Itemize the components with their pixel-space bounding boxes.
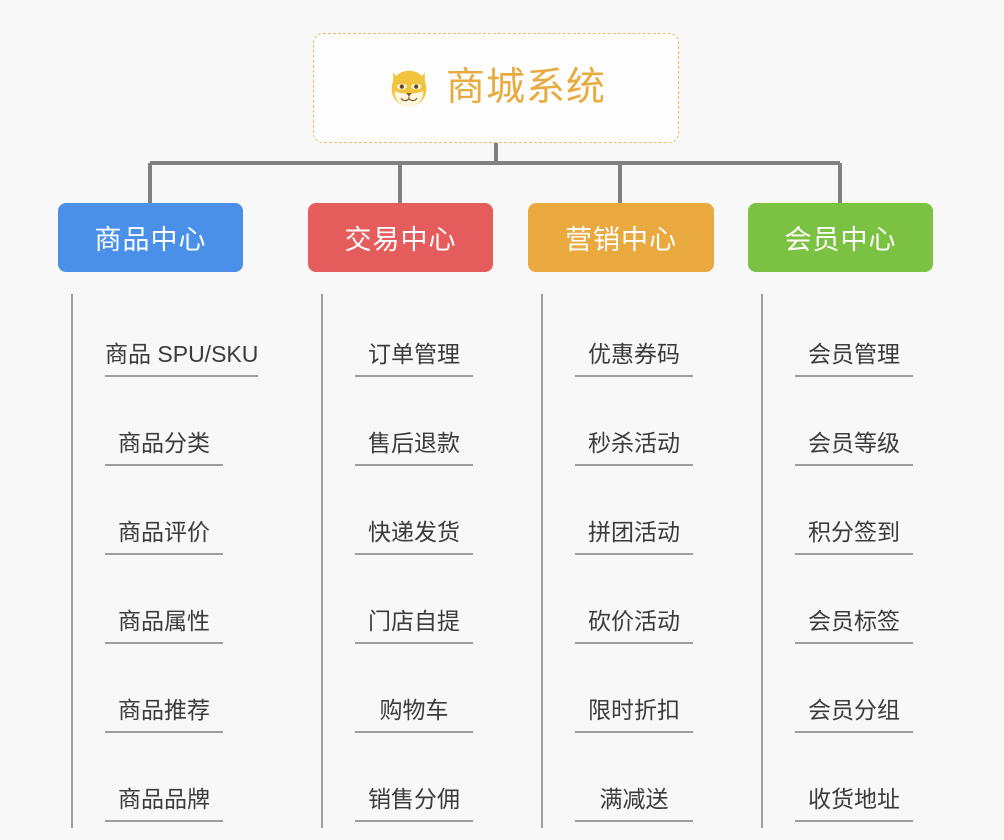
leaf-label: 拼团活动	[575, 519, 693, 555]
shiba-dog-face-icon	[386, 65, 432, 111]
leaf-label: 优惠券码	[575, 341, 693, 377]
list-item[interactable]: 收货地址	[763, 739, 968, 828]
list-item[interactable]: 售后退款	[323, 383, 528, 472]
leaf-list-trade: 订单管理 售后退款 快递发货 门店自提 购物车 销售分佣	[321, 294, 528, 828]
list-item[interactable]: 会员标签	[763, 561, 968, 650]
list-item[interactable]: 订单管理	[323, 294, 528, 383]
list-item[interactable]: 快递发货	[323, 472, 528, 561]
leaf-label: 商品 SPU/SKU	[105, 341, 259, 377]
leaf-label: 限时折扣	[575, 697, 693, 733]
list-item[interactable]: 会员等级	[763, 383, 968, 472]
category-header-label: 交易中心	[344, 225, 457, 255]
category-column-product: 商品中心 商品 SPU/SKU 商品分类 商品评价 商品属性 商品推荐	[58, 203, 278, 828]
leaf-label: 收货地址	[795, 786, 913, 822]
leaf-label: 商品评价	[105, 519, 223, 555]
list-item[interactable]: 商品品牌	[73, 739, 278, 828]
list-item[interactable]: 秒杀活动	[543, 383, 748, 472]
list-item[interactable]: 限时折扣	[543, 650, 748, 739]
category-column-trade: 交易中心 订单管理 售后退款 快递发货 门店自提 购物车	[308, 203, 528, 828]
category-header-label: 商品中心	[94, 225, 207, 255]
leaf-label: 门店自提	[355, 608, 473, 644]
leaf-label: 快递发货	[355, 519, 473, 555]
list-item[interactable]: 销售分佣	[323, 739, 528, 828]
list-item[interactable]: 优惠券码	[543, 294, 748, 383]
leaf-label: 会员分组	[795, 697, 913, 733]
leaf-label: 售后退款	[355, 430, 473, 466]
category-header-marketing[interactable]: 营销中心	[528, 203, 714, 272]
leaf-list-marketing: 优惠券码 秒杀活动 拼团活动 砍价活动 限时折扣 满减送	[541, 294, 748, 828]
leaf-label: 砍价活动	[575, 608, 693, 644]
leaf-list-member: 会员管理 会员等级 积分签到 会员标签 会员分组 收货地址	[761, 294, 968, 828]
leaf-label: 会员等级	[795, 430, 913, 466]
leaf-label: 会员管理	[795, 341, 913, 377]
list-item[interactable]: 商品 SPU/SKU	[73, 294, 278, 383]
list-item[interactable]: 商品分类	[73, 383, 278, 472]
category-column-member: 会员中心 会员管理 会员等级 积分签到 会员标签 会员分组	[748, 203, 968, 828]
list-item[interactable]: 满减送	[543, 739, 748, 828]
leaf-label: 商品分类	[105, 430, 223, 466]
list-item[interactable]: 商品评价	[73, 472, 278, 561]
category-column-marketing: 营销中心 优惠券码 秒杀活动 拼团活动 砍价活动 限时折扣	[528, 203, 748, 828]
leaf-label: 积分签到	[795, 519, 913, 555]
leaf-label: 订单管理	[355, 341, 473, 377]
category-header-label: 营销中心	[565, 225, 677, 255]
category-header-product[interactable]: 商品中心	[58, 203, 243, 272]
list-item[interactable]: 会员分组	[763, 650, 968, 739]
category-header-label: 会员中心	[784, 225, 897, 255]
list-item[interactable]: 砍价活动	[543, 561, 748, 650]
leaf-label: 购物车	[355, 697, 473, 733]
leaf-label: 商品品牌	[105, 786, 223, 822]
leaf-label: 销售分佣	[355, 786, 473, 822]
leaf-label: 满减送	[575, 786, 693, 822]
list-item[interactable]: 拼团活动	[543, 472, 748, 561]
list-item[interactable]: 商品推荐	[73, 650, 278, 739]
list-item[interactable]: 会员管理	[763, 294, 968, 383]
list-item[interactable]: 商品属性	[73, 561, 278, 650]
leaf-list-product: 商品 SPU/SKU 商品分类 商品评价 商品属性 商品推荐 商品品牌	[71, 294, 278, 828]
leaf-label: 会员标签	[795, 608, 913, 644]
list-item[interactable]: 门店自提	[323, 561, 528, 650]
leaf-label: 商品推荐	[105, 697, 223, 733]
leaf-label: 秒杀活动	[575, 430, 693, 466]
list-item[interactable]: 购物车	[323, 650, 528, 739]
root-node[interactable]: 商城系统	[313, 33, 679, 143]
leaf-label: 商品属性	[105, 608, 223, 644]
list-item[interactable]: 积分签到	[763, 472, 968, 561]
category-header-trade[interactable]: 交易中心	[308, 203, 493, 272]
category-header-member[interactable]: 会员中心	[748, 203, 933, 272]
root-title: 商城系统	[445, 65, 606, 109]
